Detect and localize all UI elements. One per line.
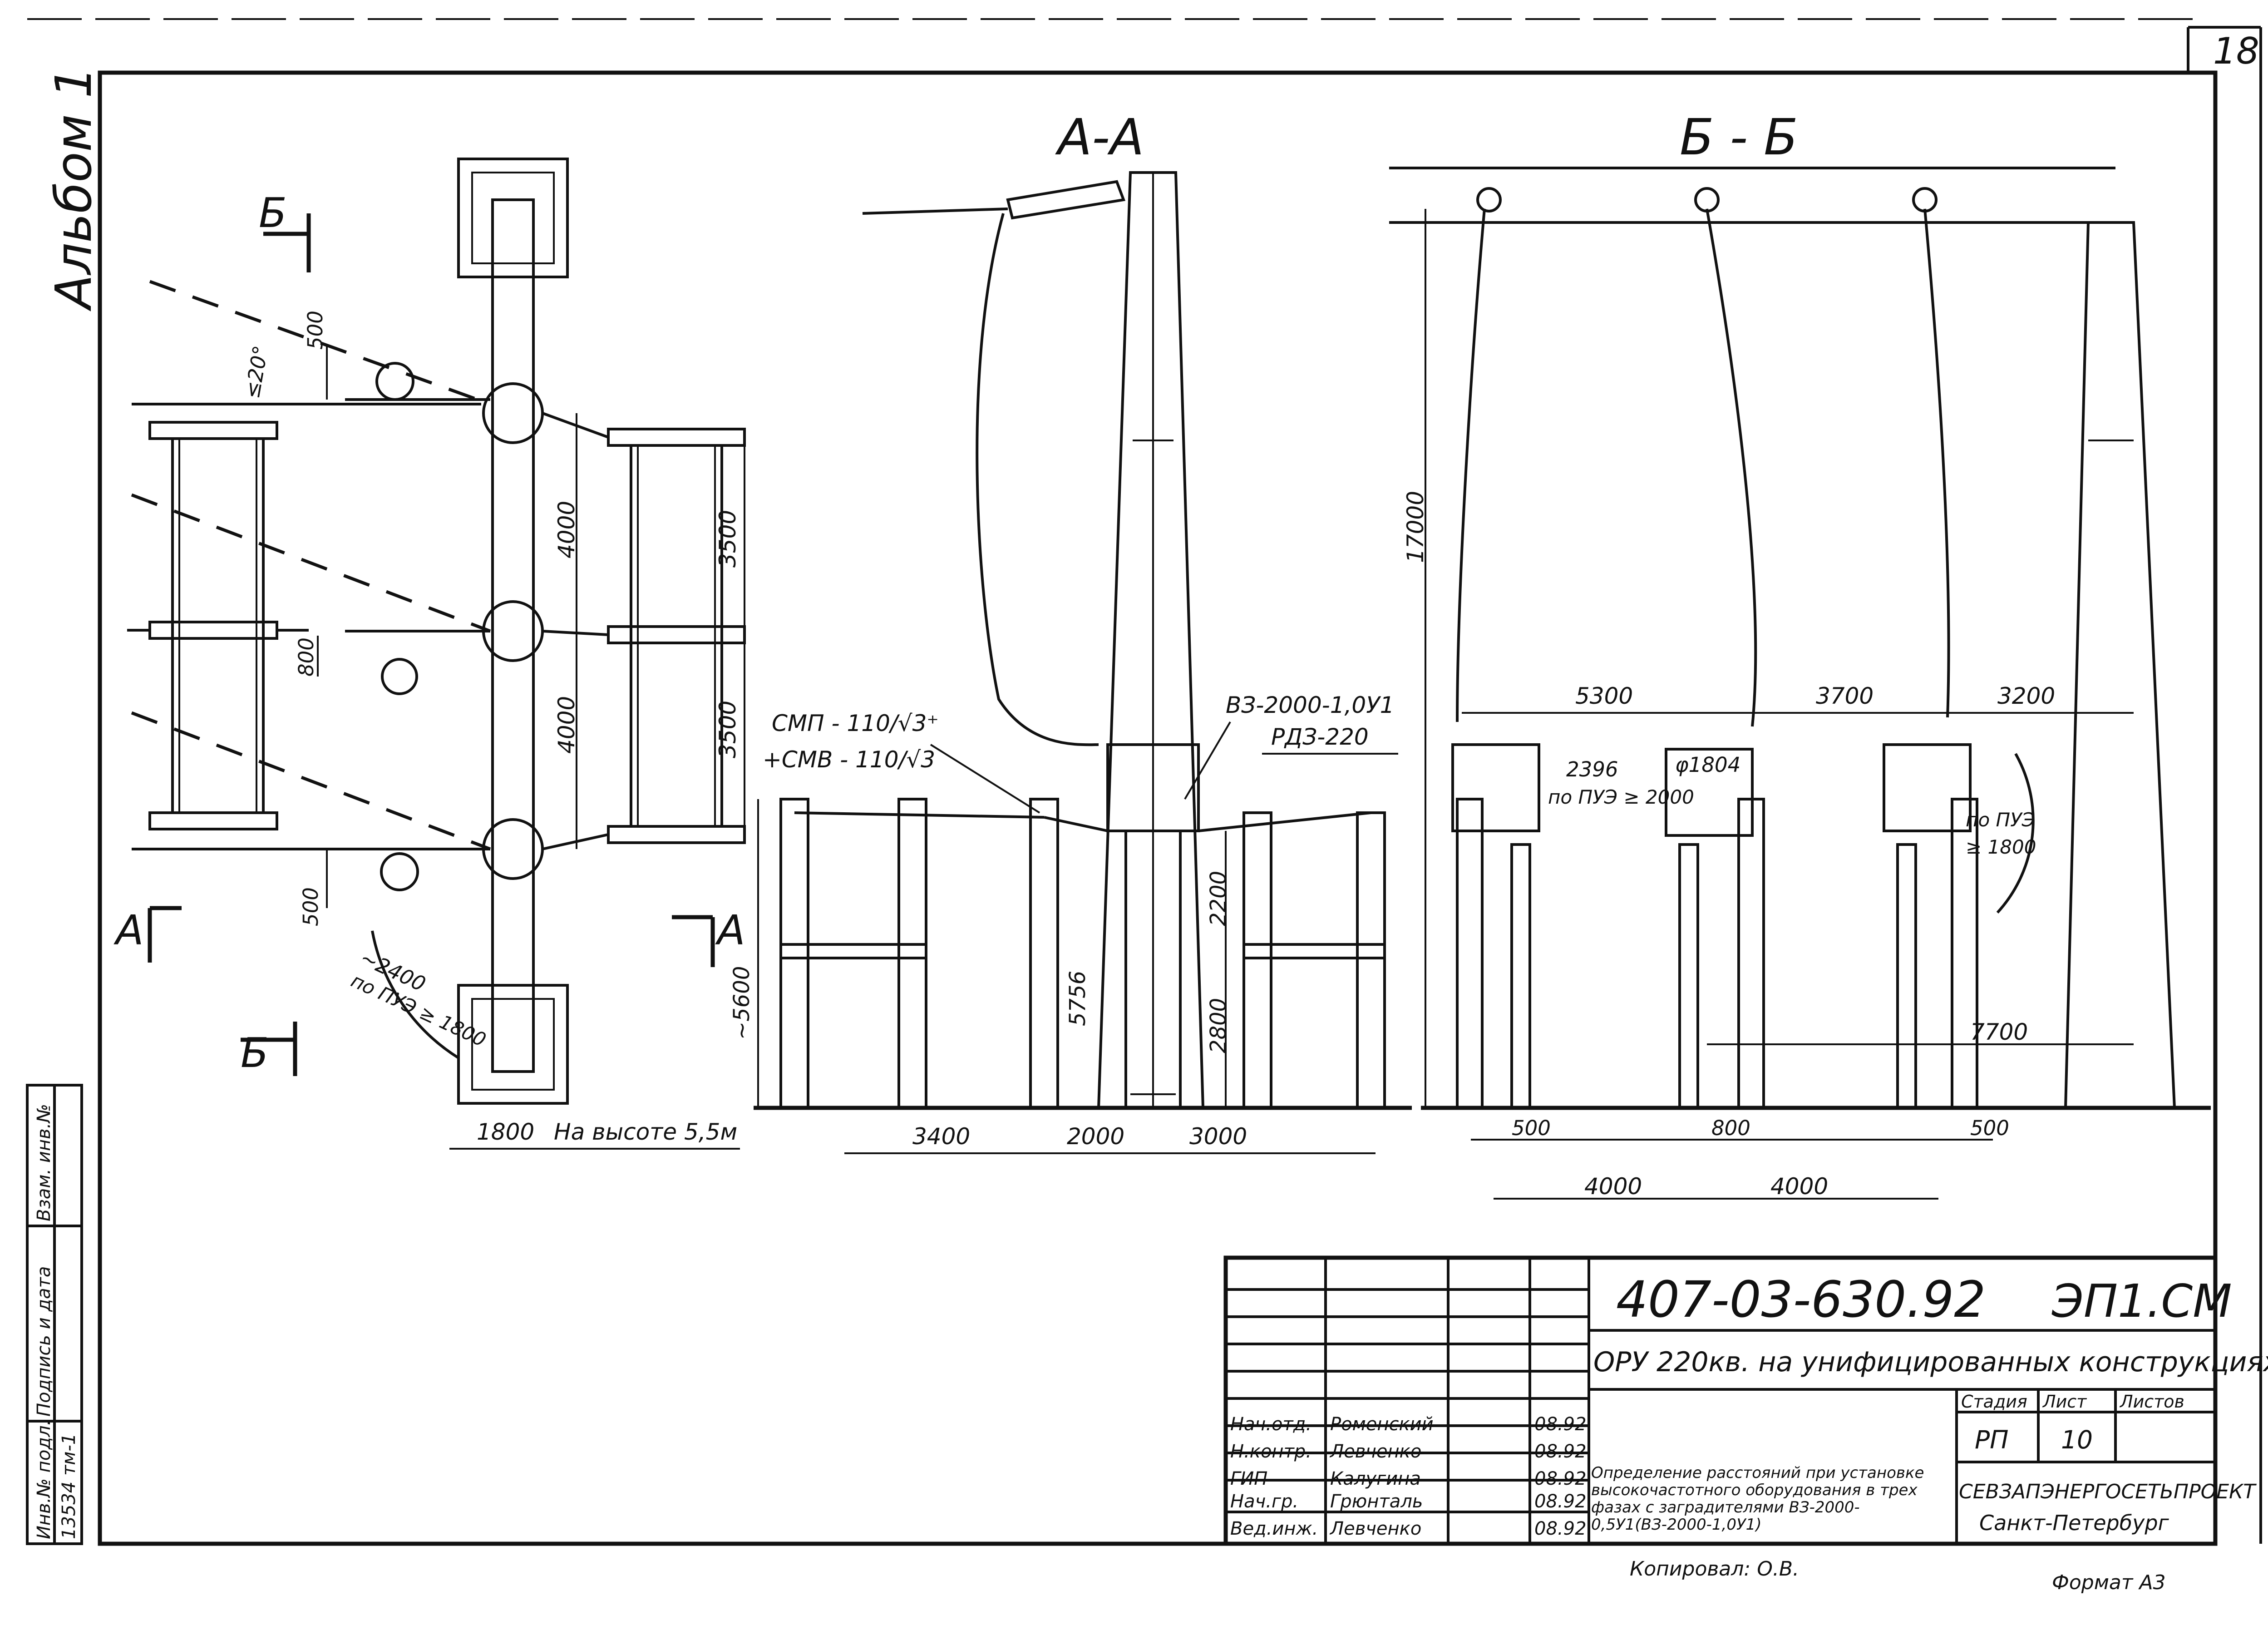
aa-label-rdz: РДЗ-220 (1271, 724, 1369, 750)
title-block (1223, 1255, 2218, 1546)
section-bb-title: Б - Б (1680, 108, 1798, 166)
bb-dim-2396: 2396 (1566, 757, 1618, 781)
cut-b-top: Б (259, 189, 287, 237)
side-stamp-number: 13534 тм-1 (59, 1433, 79, 1539)
bb-dim-3200: 3200 (1997, 683, 2055, 709)
bb-dim-phi1804: φ1804 (1675, 753, 1740, 777)
sig-name-5: Левченко (1329, 1518, 1421, 1539)
org-name: СЕВЗАПЭНЕРГОСЕТЬПРОЕКТ (1959, 1480, 2257, 1503)
plan-dim-angle: ≤20° (240, 344, 273, 400)
copied-by: Копировал: О.В. (1630, 1557, 1799, 1581)
bb-dim-5300: 5300 (1575, 683, 1633, 709)
side-stamp: Инв.№ подл. Подпись и дата Взам. инв.№ 1… (26, 1084, 83, 1545)
cut-b-bottom: Б (241, 1029, 269, 1077)
bb-dim-4000-right: 4000 (1770, 1173, 1828, 1200)
drawing-title: ОРУ 220кв. на унифицированных конструкци… (1593, 1346, 2268, 1378)
bb-dim-800: 800 (1711, 1116, 1750, 1140)
sig-name-3: Калугина (1330, 1468, 1421, 1489)
plan-dim-3500-lower: 3500 (715, 701, 741, 758)
sig-role-4: Нач.гр. (1230, 1491, 1298, 1512)
side-stamp-inv: Инв.№ подл. (34, 1420, 54, 1539)
section-bb-view (1389, 167, 2211, 1200)
sheet-corner-number: 18 (2213, 30, 2259, 72)
sig-name-1: Роменский (1330, 1414, 1434, 1435)
aa-dim-5756: 5756 (1065, 971, 1090, 1026)
section-aa-view (754, 171, 1412, 1154)
org-city: Санкт-Петербург (1979, 1511, 2169, 1535)
sheet-value: 10 (2061, 1425, 2093, 1454)
side-stamp-replace: Взам. инв.№ (34, 1104, 54, 1221)
aa-dim-2000: 2000 (1067, 1123, 1124, 1150)
format-label: Формат А3 (2052, 1571, 2166, 1594)
plan-dim-800: 800 (294, 637, 318, 677)
aa-dim-2200: 2200 (1206, 871, 1231, 926)
sig-date-2: 08.92 (1534, 1441, 1587, 1462)
sig-role-3: ГИП (1230, 1468, 1267, 1489)
aa-dim-3000: 3000 (1189, 1123, 1247, 1150)
aa-dim-2800: 2800 (1206, 998, 1231, 1053)
plan-dim-500-bottom: 500 (299, 887, 323, 926)
plan-dim-3500-upper: 3500 (715, 510, 741, 568)
bb-dim-500-left: 500 (1512, 1116, 1551, 1140)
sig-date-1: 08.92 (1534, 1414, 1587, 1435)
cut-a-left: А (113, 907, 144, 954)
bb-dim-7700: 7700 (1970, 1019, 2028, 1045)
sheet-frame (27, 18, 2262, 1546)
bb-dim-17000: 17000 (1402, 491, 1429, 563)
doc-code: 407-03-630.92 (1616, 1270, 1986, 1329)
side-stamp-sign: Подпись и дата (34, 1266, 54, 1417)
plan-dim-1800: 1800 (477, 1119, 534, 1145)
col-stage: Стадия (1961, 1392, 2027, 1412)
description-text: Определение расстояний при установке выс… (1591, 1464, 1924, 1534)
aa-label-trap: ВЗ-2000-1,0У1 (1226, 692, 1394, 718)
bb-dim-pue-2000: по ПУЭ ≥ 2000 (1548, 786, 1694, 808)
album-label: Альбом 1 (44, 67, 103, 311)
col-sheet: Лист (2042, 1392, 2087, 1412)
sig-name-4: Грюнталь (1330, 1491, 1423, 1512)
sig-name-2: Левченко (1329, 1441, 1421, 1462)
section-aa-title: А-А (1055, 108, 1144, 166)
plan-dim-4000-upper: 4000 (553, 501, 580, 558)
aa-label-cmp: СМП - 110/√3⁺ (772, 710, 939, 736)
col-sheets: Листов (2119, 1392, 2184, 1412)
cut-a-right: А (715, 907, 745, 954)
plan-dim-500-top: 500 (303, 311, 327, 350)
plan-view (127, 158, 746, 1150)
sig-role-1: Нач.отд. (1230, 1414, 1311, 1435)
aa-label-cmv: +СМВ - 110/√3 (763, 746, 935, 773)
sig-date-4: 08.92 (1534, 1491, 1587, 1512)
description-box: Определение расстояний при установке выс… (1591, 1464, 1924, 1534)
sig-role-5: Вед.инж. (1230, 1518, 1318, 1539)
bb-dim-3700: 3700 (1816, 683, 1874, 709)
plan-dim-4000-lower: 4000 (553, 696, 580, 754)
bb-dim-1800: ≥ 1800 (1966, 836, 2036, 858)
aa-dim-5600: ~5600 (729, 966, 754, 1040)
bb-dim-pue: по ПУЭ (1966, 809, 2035, 831)
bb-dim-500-right: 500 (1970, 1116, 2009, 1140)
sheet-code: ЭП1.СМ (2051, 1274, 2232, 1328)
stage-value: РП (1975, 1425, 2009, 1454)
sig-date-5: 08.92 (1534, 1518, 1587, 1539)
aa-dim-3400: 3400 (912, 1123, 970, 1150)
sig-role-2: Н.контр. (1230, 1441, 1311, 1462)
plan-height-note: На высоте 5,5м (554, 1119, 737, 1145)
bb-dim-4000-left: 4000 (1584, 1173, 1642, 1200)
sig-date-3: 08.92 (1534, 1468, 1587, 1489)
